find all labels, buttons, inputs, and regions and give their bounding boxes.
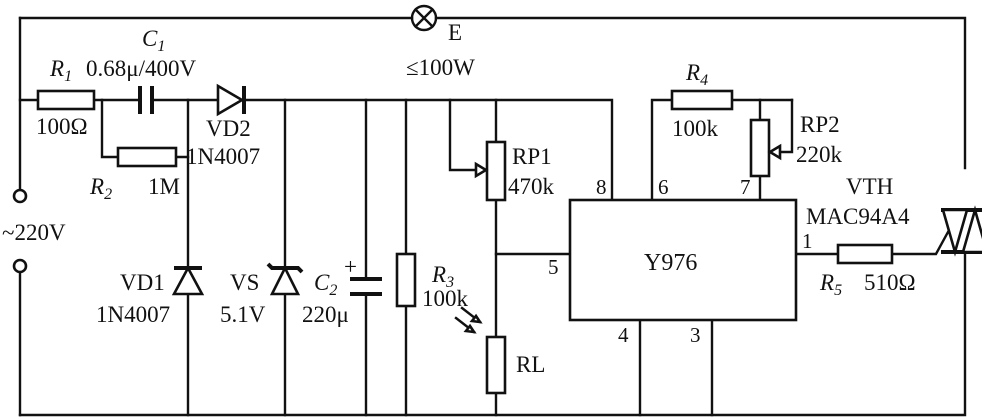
rp2-value: 220k bbox=[796, 142, 843, 167]
r2-ref: R2 bbox=[89, 174, 112, 203]
wires bbox=[18, 16, 967, 417]
r2-value: 1M bbox=[148, 174, 180, 199]
r4-wire bbox=[650, 98, 794, 202]
vs-ref: VS bbox=[230, 270, 259, 295]
supply-label: ~220V bbox=[2, 220, 66, 245]
ic-body bbox=[568, 198, 798, 322]
potentiometer-rp1: RP1 470k bbox=[474, 140, 555, 202]
lamp-ref: E bbox=[448, 20, 462, 45]
capacitor-c2: C2 + 220μ bbox=[302, 254, 382, 327]
rp2-ref: RP2 bbox=[800, 112, 840, 137]
rp1-feed-wire bbox=[448, 98, 614, 202]
bottom-rail-wire bbox=[18, 250, 967, 417]
lamp-cross bbox=[413, 7, 435, 29]
vd1-value: 1N4007 bbox=[96, 302, 170, 327]
r2-body bbox=[116, 146, 178, 168]
capacitor-c1: C1 0.68μ/400V bbox=[86, 26, 196, 114]
c1-plates bbox=[138, 86, 154, 114]
gate-wire bbox=[794, 230, 950, 256]
vd2-triangle bbox=[216, 83, 245, 117]
diode-vd1: VD1 1N4007 bbox=[96, 265, 205, 327]
rp1-body bbox=[485, 140, 507, 202]
c2-ref: C2 bbox=[314, 270, 337, 299]
resistor-r3: R3 100k bbox=[395, 252, 469, 311]
vd2-value: 1N4007 bbox=[186, 144, 260, 169]
r4-ref: R4 bbox=[685, 60, 708, 89]
diode-vd2: VD2 1N4007 bbox=[186, 83, 260, 169]
gnd-pins-wire bbox=[638, 318, 714, 417]
resistor-r1: R1 100Ω bbox=[36, 56, 96, 139]
lamp-icon bbox=[410, 4, 438, 32]
ic-pin-1: 1 bbox=[802, 229, 813, 253]
ic-pin-8: 8 bbox=[596, 175, 607, 199]
ic-pin-7: 7 bbox=[740, 175, 751, 199]
lamp-rating: ≤100W bbox=[406, 55, 475, 80]
vth-ref: VTH bbox=[846, 174, 893, 199]
ic-y976: Y976 8 6 7 5 1 4 3 bbox=[548, 175, 813, 347]
r1-value: 100Ω bbox=[36, 114, 88, 139]
r3-value: 100k bbox=[422, 286, 469, 311]
terminal-top-icon bbox=[12, 188, 28, 204]
ic-name: Y976 bbox=[644, 250, 697, 276]
c1-value: 0.68μ/400V bbox=[86, 56, 196, 81]
ic-pin-6: 6 bbox=[658, 175, 669, 199]
ic-pin-4: 4 bbox=[618, 323, 629, 347]
vth-triangle-down bbox=[941, 208, 969, 257]
rl-body bbox=[485, 335, 507, 395]
resistor-r5: R5 510Ω bbox=[819, 243, 916, 299]
vd2-ref: VD2 bbox=[206, 116, 251, 141]
c2-polarity: + bbox=[344, 254, 357, 279]
r3-ref: R3 bbox=[431, 262, 454, 291]
r3-body bbox=[395, 252, 417, 308]
rp2-wiper-arrow bbox=[767, 143, 782, 161]
lamp-e: E ≤100W bbox=[406, 4, 475, 80]
r2-bypass-wire bbox=[100, 98, 190, 159]
c2-plates bbox=[350, 277, 382, 296]
vd1-ref: VD1 bbox=[120, 270, 165, 295]
rp1-ref: RP1 bbox=[512, 144, 552, 169]
r1-ref: R1 bbox=[49, 56, 72, 85]
r1-body bbox=[36, 89, 96, 111]
vd1-triangle bbox=[171, 265, 205, 296]
vs-triangle bbox=[269, 265, 301, 296]
resistor-r2: R2 1M bbox=[89, 146, 180, 203]
photoresistor-rl: RL bbox=[454, 306, 545, 395]
rp2-body bbox=[749, 118, 771, 178]
r5-ref: R5 bbox=[819, 270, 842, 299]
supply-terminals: ~220V bbox=[2, 188, 66, 274]
c2-value: 220μ bbox=[302, 302, 349, 327]
rl-ref: RL bbox=[516, 352, 545, 377]
zener-vs: VS 5.1V bbox=[220, 262, 304, 327]
top-rail-wire bbox=[18, 16, 967, 170]
ic-pin-5: 5 bbox=[548, 255, 559, 279]
c1-ref: C1 bbox=[142, 26, 165, 55]
resistor-r4: R4 100k bbox=[670, 60, 734, 141]
r5-value: 510Ω bbox=[864, 270, 916, 295]
vth-triangle-up bbox=[961, 205, 982, 254]
vth-value: MAC94A4 bbox=[806, 204, 910, 229]
rp2-wire bbox=[758, 98, 794, 202]
terminal-bottom-icon bbox=[12, 258, 28, 274]
r5-body bbox=[836, 243, 894, 265]
potentiometer-rp2: RP2 220k bbox=[749, 112, 843, 178]
rp1-value: 470k bbox=[508, 174, 555, 199]
light-arrowheads bbox=[463, 313, 483, 334]
rp1-wiper-arrow bbox=[474, 161, 489, 179]
r4-body bbox=[670, 89, 734, 111]
r4-value: 100k bbox=[672, 116, 719, 141]
triac-vth: VTH MAC94A4 bbox=[806, 174, 982, 257]
vs-value: 5.1V bbox=[220, 302, 266, 327]
ic-pin-3: 3 bbox=[690, 323, 701, 347]
